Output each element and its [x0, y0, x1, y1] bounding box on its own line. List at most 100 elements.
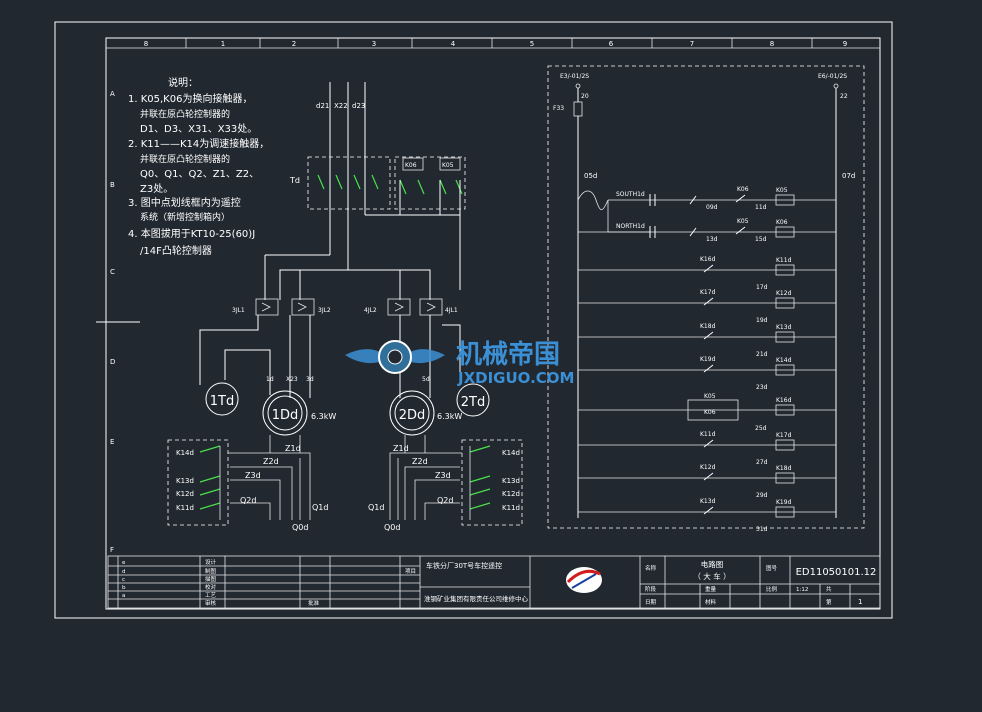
- resistor-label: Q1d: [312, 503, 328, 512]
- coil-label: K06: [776, 219, 788, 226]
- block-label: 日期: [645, 599, 657, 606]
- contact-label: K13d: [502, 477, 520, 485]
- relays: 3JL1 3JL2 4JL2 4JL1: [232, 298, 458, 316]
- coil-label: K19d: [776, 499, 792, 506]
- relay-label: 3JL2: [318, 307, 331, 314]
- block-label: 重量: [705, 585, 717, 593]
- wire-label: 22: [840, 93, 848, 100]
- row-labels: A B C D E F: [110, 90, 115, 554]
- contact-label: K13d: [176, 477, 194, 485]
- block-label: 工艺: [205, 592, 217, 599]
- parallel-contacts: [687, 399, 739, 421]
- drawing-number: ED11050101.12: [796, 567, 877, 578]
- resistor-label: Z2d: [412, 457, 428, 466]
- contact-label: K14d: [176, 449, 194, 457]
- col-label: 3: [372, 40, 376, 48]
- wire-label: 13d: [706, 236, 718, 243]
- notes-title: 说明：: [168, 76, 198, 89]
- contact-label: K12d: [176, 490, 194, 498]
- switch-contact: [689, 195, 697, 205]
- coil: [775, 331, 795, 343]
- drawing-name: 电路图: [701, 559, 724, 569]
- note-line: /14F凸轮控制器: [140, 244, 212, 257]
- row-label: C: [110, 268, 115, 276]
- terminal-label: 5d: [422, 376, 430, 383]
- block-label: 比例: [766, 585, 778, 593]
- coil-label: K16d: [776, 397, 792, 404]
- right-resistor-section: K14d K13d K12d K11d Z1d Z2d Z3d Q2d Q1d …: [368, 435, 523, 532]
- block-label: 名称: [645, 564, 657, 572]
- block-label: 设计: [205, 558, 217, 566]
- relay-label: 4JL2: [364, 307, 377, 314]
- wire-label: 15d: [755, 236, 767, 243]
- revision-mark: a: [122, 593, 125, 599]
- td-label: Td: [289, 176, 300, 185]
- switch-label: SOUTH1d: [616, 191, 645, 198]
- motors: 1d X23 3d 5d 1Td 1Dd 6.3kW 2Dd 6.3kW 2Td: [199, 315, 490, 436]
- wire-label: 17d: [756, 284, 768, 291]
- fuse-label: F33: [553, 105, 564, 112]
- terminal-label: X23: [286, 376, 298, 383]
- note-line: 并联在原凸轮控制器的: [140, 153, 230, 165]
- wire-label: 20: [581, 93, 589, 100]
- block-label: 审核: [205, 599, 217, 607]
- note-line: D1、D3、X31、X33处。: [140, 123, 257, 135]
- wire-label: 07d: [842, 172, 855, 180]
- motor-label: 2Dd: [399, 408, 426, 423]
- motor-label: 2Td: [461, 395, 485, 410]
- control-ref: E3/-01/2S: [560, 73, 589, 80]
- bus-label: d23: [352, 102, 365, 110]
- switch-contact: [703, 297, 714, 306]
- resistor-label: Z1d: [393, 444, 409, 453]
- switch-label: K12d: [700, 464, 716, 471]
- coil-label: K14d: [776, 357, 792, 364]
- note-line: 系统（新增控制箱内）: [140, 211, 230, 223]
- wire-label: 25d: [755, 425, 767, 432]
- coil: [775, 404, 795, 416]
- block-label: 制图: [205, 567, 217, 575]
- motor-rating: 6.3kW: [311, 412, 336, 421]
- note-line: 2. K11——K14为调速接触器，: [128, 137, 269, 150]
- notes-block: 说明： 1. K05,K06为换向接触器， 并联在原凸轮控制器的 D1、D3、X…: [128, 76, 269, 257]
- wire-label: 09d: [706, 204, 718, 211]
- switch-label: K05: [704, 393, 716, 400]
- col-label: 8: [144, 40, 148, 48]
- company-logo: [566, 567, 602, 593]
- power-bus: d21 X22 d23 Td K06 K05: [264, 82, 466, 300]
- control-rungs: SOUTH1d09dK0611dK05NORTH1d13dK0515dK06K1…: [578, 186, 836, 533]
- col-label: 1: [221, 40, 225, 48]
- coil: [775, 364, 795, 376]
- note-line: 4. 本图拔用于KT10-25(60)J: [128, 227, 255, 240]
- wire-label: 11d: [755, 204, 767, 211]
- coil-label: K13d: [776, 324, 792, 331]
- coil: [775, 194, 795, 206]
- coil: [775, 264, 795, 276]
- interlock-label: K06: [737, 186, 749, 193]
- col-label: 2: [292, 40, 296, 48]
- resistor-label: Z3d: [435, 471, 451, 480]
- switch-label: K17d: [700, 289, 716, 296]
- sheet-number: 1: [858, 598, 862, 606]
- block-label: 材料: [705, 598, 717, 606]
- switch-contact: [703, 331, 714, 340]
- revision-mark: b: [122, 585, 126, 591]
- switch-contact: [689, 227, 697, 237]
- wire-label: 23d: [756, 384, 768, 391]
- wire-label: 29d: [756, 492, 768, 499]
- coil: [775, 439, 795, 451]
- col-label: 7: [690, 40, 694, 48]
- row-label: E: [110, 438, 114, 446]
- switch-contact: [703, 364, 714, 373]
- switch-label: K16d: [700, 256, 716, 263]
- contact-label: K12d: [502, 490, 520, 498]
- drawing-sub: （ 大 车 ）: [693, 571, 730, 581]
- project-name: 车铁分厂30T号车控遥控: [426, 561, 502, 570]
- revision-mark: d: [122, 569, 126, 575]
- coil: [775, 226, 795, 238]
- switch-label: K13d: [700, 498, 716, 505]
- resistor-label: Q1d: [368, 503, 384, 512]
- resistor-label: Q0d: [384, 523, 400, 532]
- switch-label: K18d: [700, 323, 716, 330]
- note-line: 3. 图中点划线框内为遥控: [128, 196, 241, 209]
- note-line: 1. K05,K06为换向接触器，: [128, 92, 252, 105]
